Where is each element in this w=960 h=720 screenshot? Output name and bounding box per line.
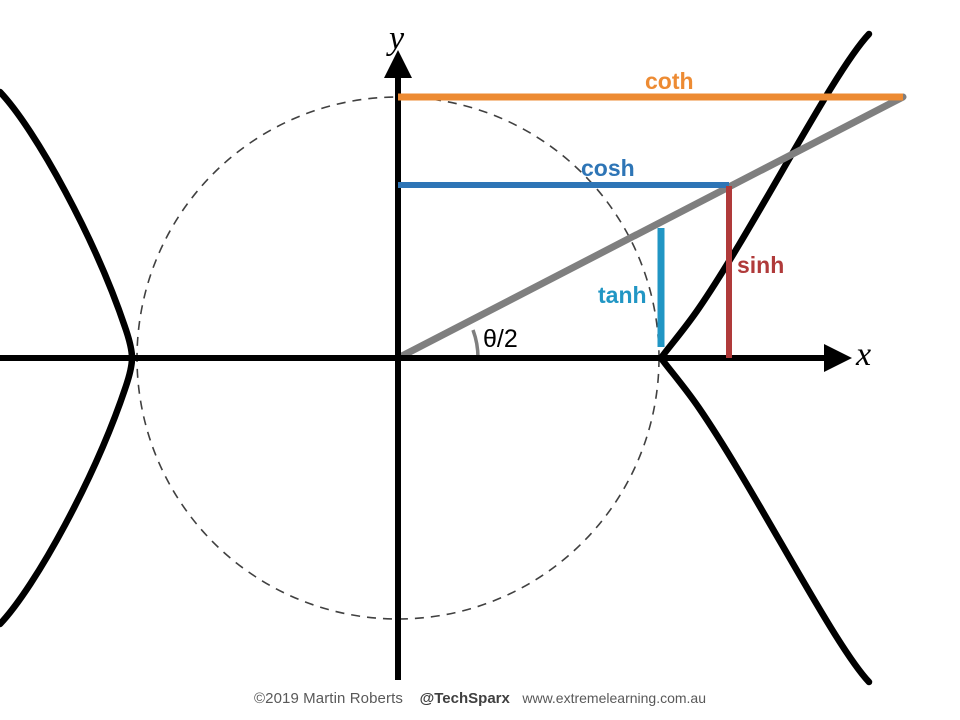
coth-label: coth [645, 68, 694, 94]
tanh-label: tanh [598, 282, 647, 308]
y-axis-label: y [389, 20, 405, 57]
x-axis-label: x [856, 336, 872, 373]
ray-from-origin [394, 93, 907, 362]
x-axis-arrowhead [824, 344, 852, 372]
y-axis-arrowhead [384, 50, 412, 78]
sinh-label: sinh [737, 252, 785, 278]
angle-arc [471, 329, 480, 359]
cosh-label: cosh [581, 155, 635, 181]
author-handle: @TechSparx [419, 690, 510, 707]
angle-label: θ/2 [483, 325, 518, 353]
website-url: www.extremelearning.com.au [522, 690, 706, 706]
copyright-text: ©2019 Martin Roberts [253, 690, 403, 707]
credit-line: ©2019 Martin Roberts @TechSparx www.extr… [0, 690, 960, 707]
